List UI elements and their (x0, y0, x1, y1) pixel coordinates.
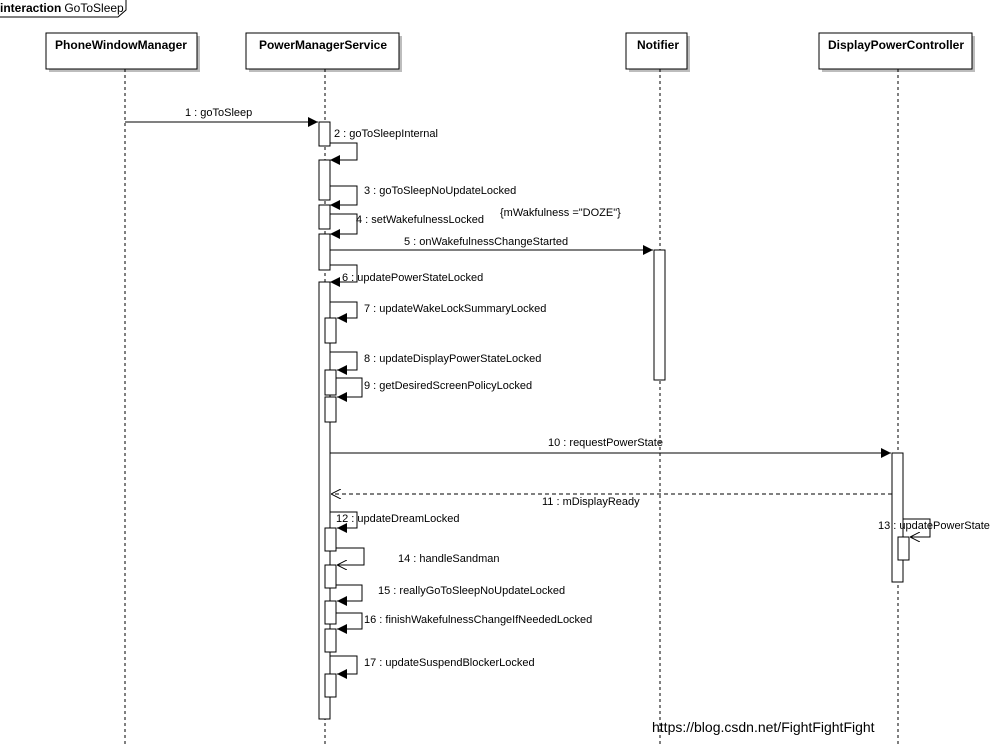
message-6-update-power-state-locked: 6 : updatePowerStateLocked (330, 264, 483, 287)
message-14-handle-sandman: 14 : handleSandman (336, 547, 500, 565)
activation-bar (653, 249, 666, 381)
frame-name: GoToSleep (64, 1, 124, 15)
activation-bar (324, 396, 337, 423)
activation-bar (318, 233, 331, 271)
message-label: 10 : requestPowerState (548, 437, 663, 449)
activation-bar (324, 600, 337, 625)
message-8-update-display-power-state-locked: 8 : updateDisplayPowerStateLocked (330, 351, 541, 375)
message-label: 16 : finishWakefulnessChangeIfNeededLock… (364, 614, 592, 626)
message-label: 8 : updateDisplayPowerStateLocked (364, 353, 541, 365)
message-label: 5 : onWakefulnessChangeStarted (404, 236, 568, 248)
message-label: 7 : updateWakeLockSummaryLocked (364, 303, 546, 315)
message-5-on-wakefulness-change-started: 5 : onWakefulnessChangeStarted (330, 236, 653, 255)
activation-bar (324, 564, 337, 589)
message-label: 12 : updateDreamLocked (336, 513, 460, 525)
activation-bar (324, 527, 337, 552)
lifeline-box (625, 32, 688, 70)
lifeline-name: PhoneWindowManager (55, 38, 187, 52)
frame-keyword: interaction (0, 1, 61, 15)
message-9-get-desired-screen-policy-locked: 9 : getDesiredScreenPolicyLocked (336, 377, 532, 402)
message-label: 2 : goToSleepInternal (334, 128, 438, 140)
wakefulness-doze-note: {mWakfulness ="DOZE"} (500, 207, 621, 219)
activation-bar (318, 159, 331, 201)
message-label: 17 : updateSuspendBlockerLocked (364, 657, 535, 669)
message-label: 1 : goToSleep (185, 107, 252, 119)
activation-bar (318, 204, 331, 230)
message-4-set-wakefulness-locked: 4 : setWakefulnessLocked (330, 213, 484, 239)
message-10-request-power-state: 10 : requestPowerState (330, 437, 891, 458)
message-11-m-display-ready: 11 : mDisplayReady (331, 494, 892, 508)
lifeline-box (45, 32, 198, 70)
message-7-update-wake-lock-summary-locked: 7 : updateWakeLockSummaryLocked (330, 301, 546, 323)
message-label: 15 : reallyGoToSleepNoUpdateLocked (378, 585, 565, 597)
lifeline-box (818, 32, 973, 70)
message-label: 4 : setWakefulnessLocked (356, 214, 484, 226)
lifeline-name: PowerManagerService (259, 38, 387, 52)
lifeline-box (245, 32, 400, 70)
message-13-update-power-state: 13 : updatePowerState (878, 518, 990, 537)
message-15-really-go-to-sleep-no-update-locked: 15 : reallyGoToSleepNoUpdateLocked (336, 584, 565, 606)
lifeline-name: Notifier (637, 38, 679, 52)
activation-bar (318, 121, 331, 147)
activation-bars (318, 121, 910, 720)
message-2-go-to-sleep-internal: 2 : goToSleepInternal (330, 128, 438, 165)
message-label: 6 : updatePowerStateLocked (342, 272, 483, 284)
activation-bar (891, 452, 904, 583)
watermark-text: https://blog.csdn.net/FightFightFight (652, 719, 875, 735)
activation-bar (324, 673, 337, 698)
message-label: 3 : goToSleepNoUpdateLocked (364, 185, 516, 197)
lifeline-phone-window-manager: PhoneWindowManager (45, 32, 200, 745)
activation-bar (324, 628, 337, 653)
activation-bar (318, 281, 331, 720)
activation-bar (324, 317, 337, 344)
message-17-update-suspend-blocker-locked: 17 : updateSuspendBlockerLocked (330, 655, 535, 679)
lifeline-display-power-controller: DisplayPowerController (818, 32, 975, 745)
message-16-finish-wakefulness-change-if-needed-locked: 16 : finishWakefulnessChangeIfNeededLock… (336, 612, 592, 634)
message-label: 13 : updatePowerState (878, 520, 990, 532)
message-label: 9 : getDesiredScreenPolicyLocked (364, 380, 532, 392)
lifeline-name: DisplayPowerController (828, 38, 964, 52)
activation-bar (897, 536, 910, 561)
message-1-go-to-sleep: 1 : goToSleep (125, 107, 318, 127)
message-label: 14 : handleSandman (398, 553, 500, 565)
message-3-go-to-sleep-no-update-locked: 3 : goToSleepNoUpdateLocked (330, 185, 516, 210)
message-label: 11 : mDisplayReady (542, 496, 640, 508)
activation-bar (324, 369, 337, 396)
lifeline-notifier: Notifier (625, 32, 690, 745)
message-12-update-dream-locked: 12 : updateDreamLocked (330, 511, 460, 533)
